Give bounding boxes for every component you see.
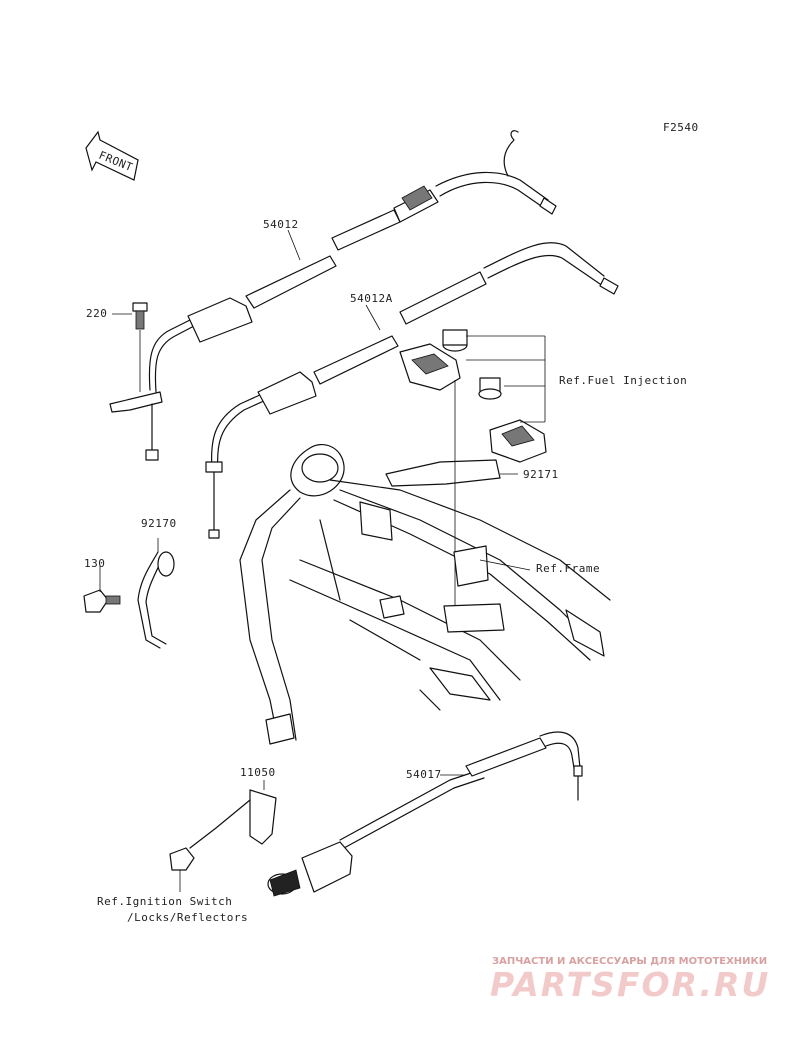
callout-ignition-switch: Ref.Ignition Switch [97,895,232,908]
callout-92170: 92170 [141,517,177,530]
bracket-92170 [137,538,175,649]
throttle-cable-54012 [148,130,557,393]
callout-frame: Ref.Frame [536,562,600,575]
watermark-logo: PARTSFOR.RU [490,965,770,1004]
figure-code: F2540 [663,121,699,134]
bolt-130 [83,589,121,613]
leader-54012 [287,229,301,261]
front-arrow-icon: FRONT [85,130,139,181]
callout-11050: 11050 [240,766,276,779]
fuel-injection-sensor-upper [399,329,468,391]
callout-locks-reflectors: /Locks/Reflectors [127,911,248,924]
cable-54012A [205,242,619,539]
leader-54012A [365,304,381,331]
callout-130: 130 [84,557,105,570]
bolt-220 [132,302,148,330]
clamp-bracket [109,330,163,461]
choke-cable-54017 [339,731,583,849]
leader-fuel [466,335,546,423]
bracket-11050 [189,780,277,849]
callout-220: 220 [86,307,107,320]
callout-54012: 54012 [263,218,299,231]
callout-92171: 92171 [523,468,559,481]
choke-knob [267,841,353,897]
motorcycle-frame [239,444,611,745]
fuel-injection-sensor-lower [478,377,547,463]
watermark-tagline: ЗАПЧАСТИ И АКСЕССУАРЫ ДЛЯ МОТОТЕХНИКИ [492,956,767,967]
bolt-ignition [169,847,195,892]
leader-frame [479,559,531,571]
callout-54012A: 54012A [350,292,393,305]
callout-54017: 54017 [406,768,442,781]
bracket-92171 [385,380,518,610]
callout-fuel-injection: Ref.Fuel Injection [559,374,687,387]
